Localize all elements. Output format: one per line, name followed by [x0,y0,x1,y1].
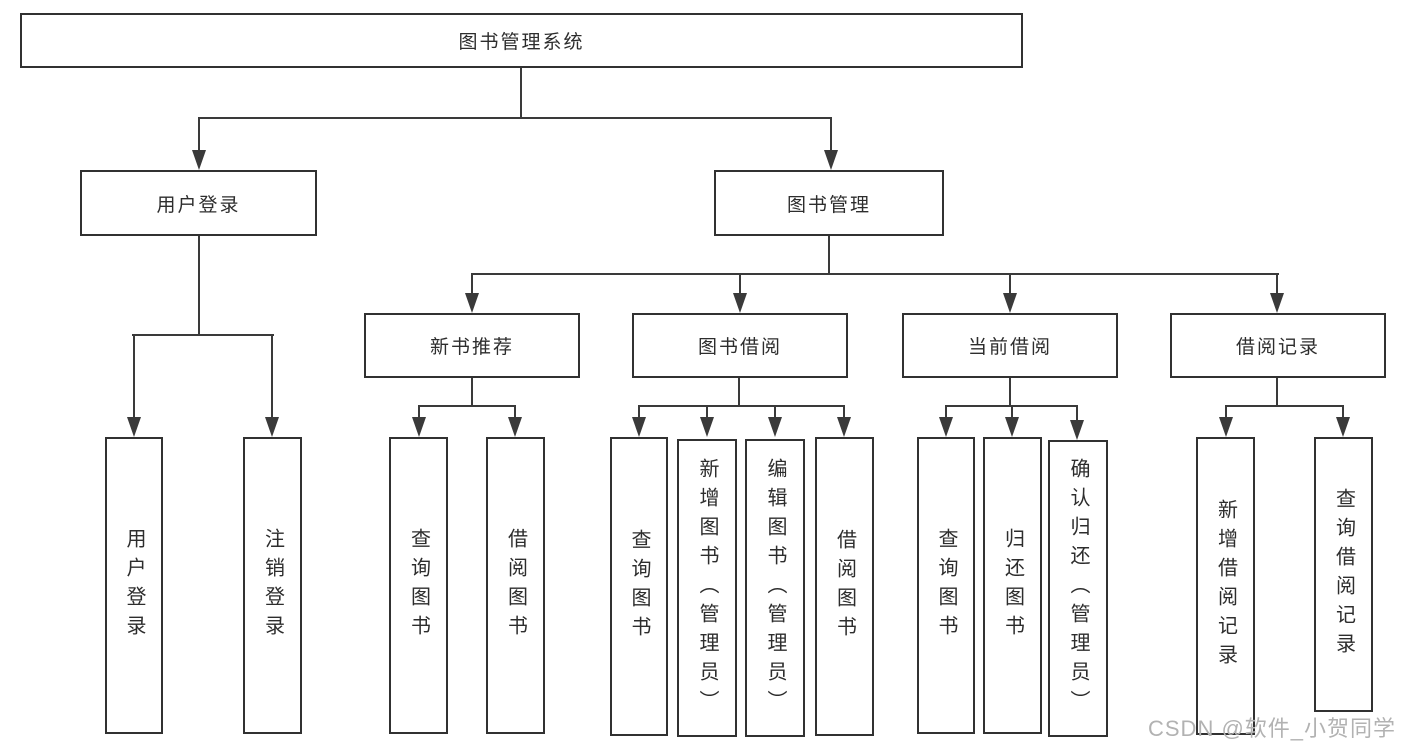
leaf-user-login: 用户登录 [105,437,163,734]
arrow-down-icon [465,293,479,313]
arrow-down-icon [508,417,522,437]
arrow-down-icon [265,417,279,437]
connector-bb-rail [638,405,845,407]
connector-cb-confirm-drop [1076,405,1078,422]
connector-book-mgmt-drop [830,117,832,152]
connector-records-drop [1276,273,1278,295]
connector-cb-return-drop [1011,405,1013,419]
watermark: CSDN @软件_小贺同学 [1148,716,1397,741]
connector-bb-add-drop [706,405,708,419]
connector-cb-query-drop [945,405,947,419]
leaf-bb-add-books-admin: 新增图书（管理员） [677,439,737,737]
connector-bb-borrow-drop [843,405,845,419]
connector-rec-stem [471,378,473,407]
arrow-down-icon [768,417,782,437]
leaf-bb-borrow-books: 借阅图书 [815,437,874,736]
connector-user-login-drop [198,117,200,152]
connector-login-rail [132,334,274,336]
connector-br-query-drop [1342,405,1344,419]
connector-bb-query-drop [638,405,640,419]
leaf-br-query-record: 查询借阅记录 [1314,437,1373,712]
arrow-down-icon [632,417,646,437]
connector-login-stem [198,236,200,336]
connector-mgmt-rail [471,273,1279,275]
leaf-cb-return-books: 归还图书 [983,437,1042,734]
connector-leaf-login-drop [133,334,135,419]
leaf-cb-query-books: 查询图书 [917,437,975,734]
arrow-down-icon [1005,417,1019,437]
connector-rec-query-drop [418,405,420,419]
connector-br-stem [1276,378,1278,407]
arrow-down-icon [1270,293,1284,313]
arrow-down-icon [1336,417,1350,437]
connector-br-add-drop [1225,405,1227,419]
arrow-down-icon [412,417,426,437]
leaf-rec-query-books: 查询图书 [389,437,448,734]
connector-rec-rail [418,405,516,407]
connector-cb-stem [1009,378,1011,407]
node-library-system: 图书管理系统 [20,13,1023,68]
node-current-borrowing: 当前借阅 [902,313,1118,378]
arrow-down-icon [939,417,953,437]
connector-mgmt-stem [828,236,830,275]
leaf-logout: 注销登录 [243,437,302,734]
leaf-bb-edit-books-admin: 编辑图书（管理员） [745,439,805,737]
arrow-down-icon [824,150,838,170]
connector-bb-stem [738,378,740,407]
arrow-down-icon [700,417,714,437]
connector-root-rail [198,117,832,119]
connector-leaf-logout-drop [271,334,273,419]
node-new-book-recommend: 新书推荐 [364,313,580,378]
node-book-management: 图书管理 [714,170,944,236]
connector-root-stem [520,68,522,119]
arrow-down-icon [1219,417,1233,437]
arrow-down-icon [1003,293,1017,313]
connector-current-drop [1009,273,1011,295]
node-user-login: 用户登录 [80,170,317,236]
arrow-down-icon [1070,420,1084,440]
arrow-down-icon [192,150,206,170]
leaf-rec-borrow-books: 借阅图书 [486,437,545,734]
arrow-down-icon [733,293,747,313]
leaf-bb-query-books: 查询图书 [610,437,668,736]
arrow-down-icon [127,417,141,437]
connector-rec-borrow-drop [514,405,516,419]
leaf-br-add-record: 新增借阅记录 [1196,437,1255,735]
node-borrow-records: 借阅记录 [1170,313,1386,378]
connector-borrow-drop [739,273,741,295]
node-book-borrowing: 图书借阅 [632,313,848,378]
arrow-down-icon [837,417,851,437]
connector-newbook-drop [471,273,473,295]
leaf-cb-confirm-return-admin: 确认归还（管理员） [1048,440,1108,737]
connector-br-rail [1225,405,1344,407]
connector-bb-edit-drop [774,405,776,419]
